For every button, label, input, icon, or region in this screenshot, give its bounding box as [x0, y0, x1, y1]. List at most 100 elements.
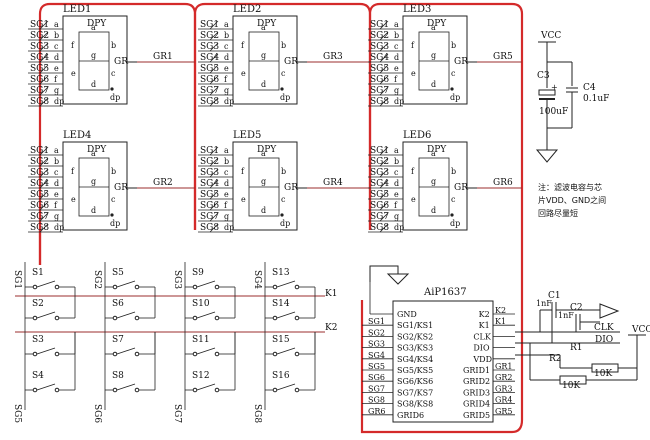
sg-bus-tick — [379, 146, 389, 156]
switch-contact — [134, 284, 140, 290]
seg-e-label: e — [411, 69, 416, 78]
sg-bus-tick — [39, 190, 49, 200]
chip-left-pin-name: SG5/KS5 — [397, 366, 433, 375]
sg-pin-label: SG5 — [30, 64, 49, 74]
switch-lever — [276, 347, 296, 355]
seg-f-label: f — [411, 167, 415, 176]
sg-pin-label: SG2 — [370, 31, 389, 41]
seg-pin-label: dp — [54, 223, 64, 232]
ground-symbol-interface — [599, 303, 620, 319]
seg-pin-label: f — [394, 201, 398, 210]
key-switch-7: S10 — [185, 296, 236, 321]
c1-value: 1nF — [536, 299, 552, 308]
switch-contact — [272, 351, 278, 357]
switch-lever — [36, 347, 56, 355]
switch-contact — [214, 315, 220, 321]
seg-pin-label: dp — [54, 97, 64, 106]
key-bottom-net-label: SG6 — [92, 404, 102, 423]
sg-bus-tick — [379, 190, 389, 200]
sg-pin-label: SG3 — [30, 168, 49, 178]
seg-d-label: d — [431, 206, 436, 215]
seg-pin-label: d — [54, 179, 59, 188]
seg-a-label: a — [91, 23, 96, 32]
seg-b-label: b — [111, 167, 116, 176]
sg-bus-tick — [379, 157, 389, 167]
sg-bus-tick — [209, 42, 219, 52]
c3-label: C3 — [537, 71, 550, 81]
switch-label: S12 — [192, 371, 210, 381]
seg-pin-label: e — [54, 64, 59, 73]
chip-left-net: SG4 — [368, 351, 385, 360]
seg-b-label: b — [451, 41, 456, 50]
switch-label: S14 — [272, 299, 290, 309]
seg-pin-label: e — [224, 64, 229, 73]
sg-pin-label: SG1 — [370, 146, 389, 156]
seg-pin-label: e — [224, 190, 229, 199]
sg-bus-tick — [39, 31, 49, 41]
sg-pin-label: SG5 — [200, 190, 219, 200]
seg-pin-label: a — [224, 20, 229, 29]
led-body — [62, 15, 128, 105]
seg-pin-label: b — [54, 157, 59, 166]
sg-bus-tick — [209, 190, 219, 200]
gr-net-label: GR3 — [323, 52, 343, 62]
seg-f-label: f — [241, 167, 245, 176]
sg-pin-label: SG2 — [200, 157, 219, 167]
seg-pin-label: b — [54, 31, 59, 40]
sg-bus-tick — [39, 42, 49, 52]
switch-lever — [276, 280, 296, 288]
seg-e-label: e — [411, 195, 416, 204]
seg-pin-label: g — [54, 86, 59, 95]
sg-pin-label: SG3 — [200, 168, 219, 178]
sg-bus-tick — [39, 75, 49, 85]
key-top-net-label: SG4 — [252, 270, 262, 289]
sg-pin-label: SG8 — [200, 223, 219, 233]
seg-c-label: c — [111, 69, 116, 78]
r2-label: R2 — [549, 354, 562, 364]
key-top-net-label: SG3 — [172, 270, 182, 289]
sg-pin-label: SG1 — [30, 146, 49, 156]
sg-pin-label: SG8 — [370, 223, 389, 233]
switch-contact — [54, 315, 60, 321]
dpy-label: DPY — [427, 19, 447, 29]
switch-label: S6 — [112, 299, 124, 309]
dp-dot — [110, 87, 114, 91]
seg-g-label: g — [261, 177, 266, 186]
chip-left-pin-name: SG1/KS1 — [397, 321, 433, 330]
key-switch-6: S6 — [105, 296, 156, 321]
sg-bus-tick — [379, 31, 389, 41]
switch-contact — [54, 387, 60, 393]
sg-bus-tick — [209, 53, 219, 63]
key-switch-12: S15 — [265, 332, 316, 357]
vcc-label-top: VCC — [540, 31, 561, 41]
sg-bus-tick — [379, 20, 389, 30]
dp-dot — [110, 213, 114, 217]
chip-right-pin-name: K2 — [479, 310, 490, 319]
sg-bus-tick — [379, 179, 389, 189]
seg-c-label: c — [281, 195, 286, 204]
seg-dp-label: dp — [280, 219, 290, 228]
sg-bus-tick — [209, 179, 219, 189]
aip1637-chip-block: AiP1637 GNDSG1/KS1SG1SG2/KS2SG2SG3/KS3SG… — [362, 265, 515, 423]
seg-pin-label: a — [224, 146, 229, 155]
chip-right-pin-name: GRID5 — [463, 411, 490, 420]
seg-pin-label: a — [54, 20, 59, 29]
ground-symbol-power — [535, 149, 559, 163]
seg-d-label: d — [91, 80, 96, 89]
chip-right-pin-name: VDD — [472, 355, 492, 364]
sg-pin-label: SG4 — [30, 53, 49, 63]
chip-left-pin-name: SG8/KS8 — [397, 400, 433, 409]
key-switch-16: S16 — [265, 332, 316, 393]
sg-bus-tick — [39, 53, 49, 63]
dpy-label: DPY — [87, 19, 107, 29]
seg-pin-label: g — [394, 86, 399, 95]
seg-d-label: d — [431, 80, 436, 89]
sg-pin-label: SG3 — [30, 42, 49, 52]
chip-left-net: SG5 — [368, 362, 385, 371]
switch-contact — [192, 284, 198, 290]
seg-a-label: a — [431, 23, 436, 32]
switch-label: S16 — [272, 371, 290, 381]
switch-contact — [32, 351, 38, 357]
sg-pin-label: SG6 — [200, 75, 219, 85]
